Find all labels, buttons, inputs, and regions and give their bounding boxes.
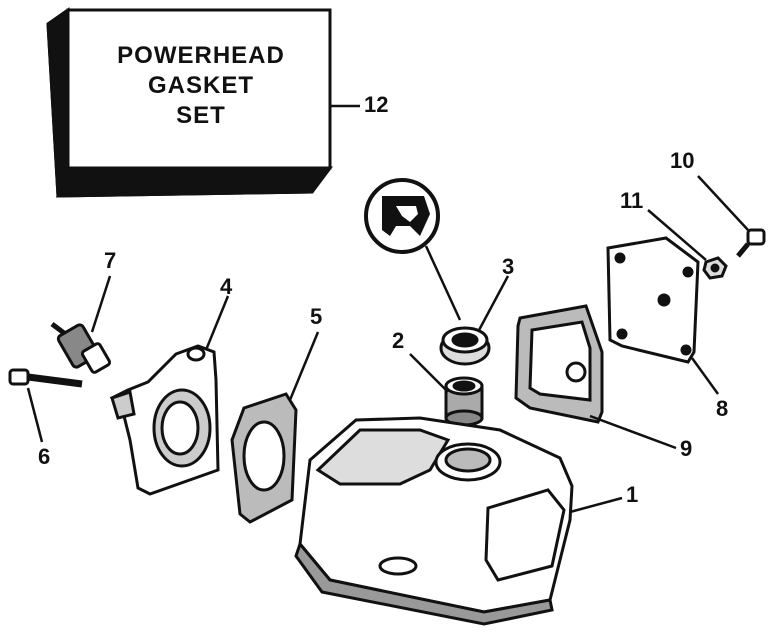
leader-9 [589,414,677,450]
leader-8 [690,357,720,395]
part-11-nut [702,256,728,280]
part-4-housing [109,344,220,496]
part-10-screw [736,228,766,258]
part-2-bushing [444,376,484,427]
part-7-sensor [50,322,112,374]
callout-2: 2 [392,328,405,353]
leader-11 [647,209,707,261]
gasket-box-line-3: SET [176,102,226,129]
gasket-set-box [46,7,333,198]
callout-3: 3 [502,254,515,279]
callout-6: 6 [38,444,51,469]
part-3-seal [439,326,491,366]
leader-6 [26,387,44,443]
leader-1 [569,496,623,514]
leader-5 [288,331,320,401]
leader-10 [697,175,749,231]
seal-detail-inset [364,178,462,321]
callout-4: 4 [220,274,233,299]
callout-5: 5 [310,304,323,329]
part-8-cover [606,236,700,364]
part-1-main-housing [294,416,574,626]
callout-9: 9 [680,436,693,461]
leader-2 [409,353,449,393]
part-5-gasket [230,392,298,524]
gasket-box-line-1: POWERHEAD [117,42,285,69]
callout-7: 7 [104,248,117,273]
callout-11: 11 [620,188,644,213]
callout-8: 8 [716,396,729,421]
callout-10: 10 [670,148,695,173]
leader-4 [204,295,230,351]
gasket-box-line-2: GASKET [147,72,254,99]
leader-7 [90,275,112,333]
callout-1: 1 [626,482,639,507]
leader-3 [476,275,510,333]
callout-12: 12 [364,92,389,117]
part-9-gasket [514,304,604,424]
part-6-bolt [8,368,83,388]
